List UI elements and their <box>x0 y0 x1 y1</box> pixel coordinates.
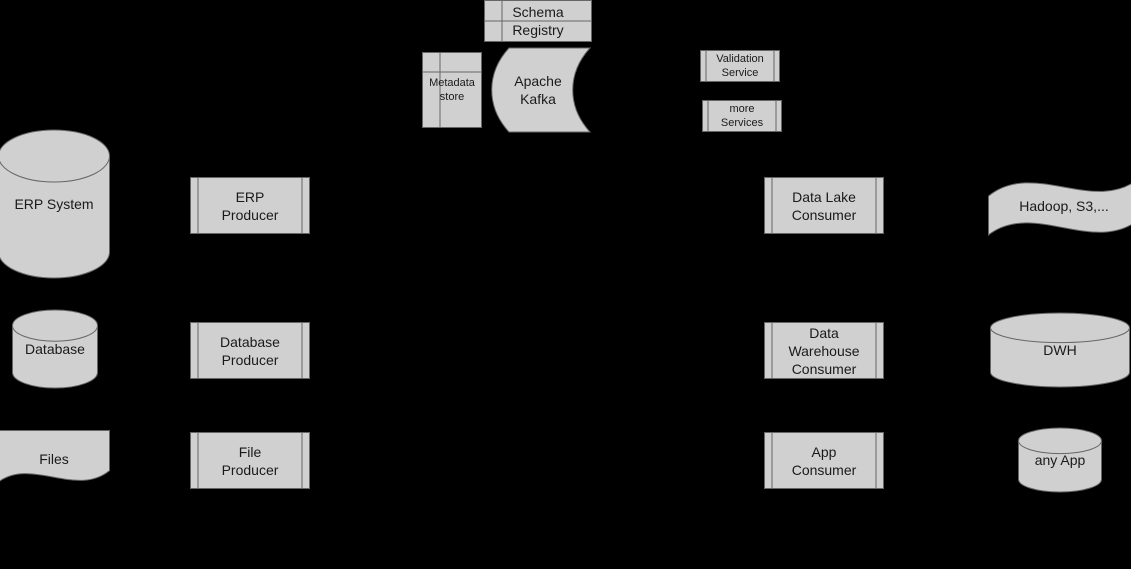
data-warehouse-consumer[interactable]: Data Warehouse Consumer <box>764 322 884 379</box>
file-producer[interactable]: File Producer <box>190 432 310 489</box>
schema-registry[interactable]: Schema Registry <box>484 0 592 42</box>
validation-service[interactable]: Validation Service <box>700 50 780 82</box>
data-lake-consumer[interactable]: Data Lake Consumer <box>764 177 884 234</box>
files-document[interactable]: Files <box>0 430 110 488</box>
dwh-datastore[interactable]: DWH <box>990 312 1130 388</box>
any-app-datastore[interactable]: any App <box>1018 427 1102 493</box>
metadata-store[interactable]: Metadata store <box>422 52 482 128</box>
database[interactable]: Database <box>12 309 98 389</box>
more-services[interactable]: more Services <box>702 100 782 132</box>
apache-kafka[interactable]: Apache Kafka <box>486 47 592 133</box>
database-producer[interactable]: Database Producer <box>190 322 310 379</box>
app-consumer[interactable]: App Consumer <box>764 432 884 489</box>
erp-system[interactable]: ERP System <box>0 129 110 279</box>
erp-producer[interactable]: ERP Producer <box>190 177 310 234</box>
hadoop-s3-storage[interactable]: Hadoop, S3,... <box>988 175 1131 237</box>
